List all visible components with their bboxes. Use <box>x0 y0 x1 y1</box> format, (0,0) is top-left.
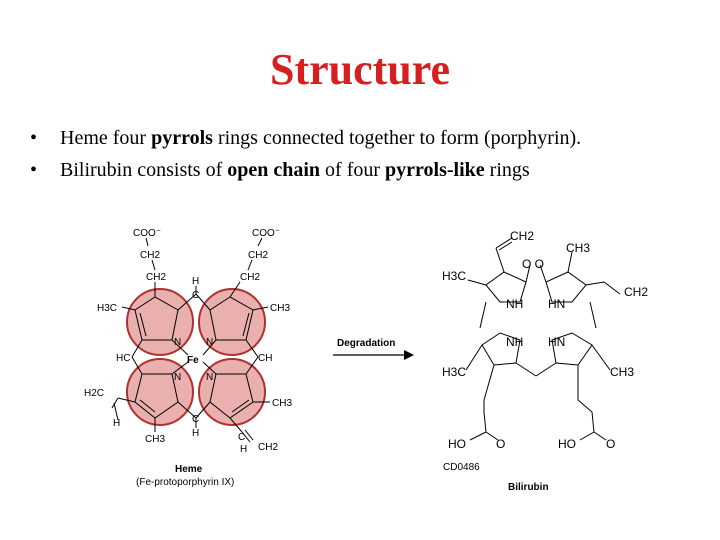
bullet-emphasis: open chain <box>227 159 321 181</box>
atom-label: Fe <box>187 355 199 366</box>
atom-label: H3C <box>97 303 117 314</box>
heme-label: Heme <box>175 464 203 475</box>
atom-label: NH <box>506 335 523 349</box>
atom-label: CH2 <box>258 442 278 453</box>
atom-label: CH3 <box>145 434 165 445</box>
atom-label: CH2 <box>624 285 648 299</box>
atom-label: H3C <box>442 365 466 379</box>
atom-label: N <box>206 337 213 348</box>
atom-label: H <box>240 444 247 455</box>
atom-label: N <box>174 337 181 348</box>
atom-label: N <box>206 372 213 383</box>
atom-label: H <box>113 418 120 429</box>
atom-label: CH3 <box>610 365 634 379</box>
arrow-label: Degradation <box>337 338 395 349</box>
atom-label: CH3 <box>270 303 290 314</box>
atom-label: O <box>606 437 615 451</box>
atom-label: C <box>192 290 199 301</box>
atom-label: CH2 <box>240 272 260 283</box>
atom-label: COO⁻ <box>133 228 161 239</box>
bullet-emphasis: pyrrols-like <box>385 159 485 181</box>
slide-title: Structure <box>269 45 451 94</box>
atom-label: HC <box>116 353 130 364</box>
bullet-list: • Heme four pyrrols rings connected toge… <box>30 122 710 186</box>
atom-label: H <box>192 428 199 439</box>
bullet-text: of four <box>320 159 386 181</box>
bullet-marker: • <box>30 127 38 149</box>
bullet-text: rings <box>484 159 530 181</box>
atom-label: H <box>192 276 199 287</box>
bullet-text: Heme four <box>60 127 152 149</box>
atom-label: H2C <box>84 388 104 399</box>
degradation-arrow: Degradation <box>333 338 414 360</box>
atom-label: C <box>238 432 245 443</box>
atom-label: HO <box>448 437 466 451</box>
atom-label: CH <box>258 353 272 364</box>
atom-label: NH <box>506 297 523 311</box>
atom-label: CH3 <box>566 241 590 255</box>
atom-label: O <box>496 437 505 451</box>
bullet-text: Bilirubin consists of <box>60 159 228 181</box>
atom-label: N <box>174 372 181 383</box>
atom-label: H3C <box>442 269 466 283</box>
atom-label: HN <box>548 297 565 311</box>
atom-label: CH2 <box>140 250 160 261</box>
atom-label: O O <box>522 257 544 271</box>
bullet-item: • Bilirubin consists of open chain of fo… <box>30 154 710 186</box>
pyrrole-ring <box>198 358 266 426</box>
bullet-emphasis: pyrrols <box>151 127 213 149</box>
atom-label: HO <box>558 437 576 451</box>
heme-structure: COO⁻ COO⁻ CH2 CH2 CH2 CH2 H C H3C CH3 HC… <box>84 228 292 488</box>
bullet-text: rings connected together to form (porphy… <box>212 127 582 149</box>
atom-label: C <box>192 414 199 425</box>
atom-label: COO⁻ <box>252 228 280 239</box>
atom-label: HN <box>548 335 565 349</box>
atom-label: CH2 <box>510 229 534 243</box>
pyrrole-ring <box>126 288 194 356</box>
bilirubin-structure: CH2 CH3 H3C O O CH2 NH HN NH HN H3C CH3 … <box>442 229 648 493</box>
bullet-item: • Heme four pyrrols rings connected toge… <box>30 122 710 154</box>
bullet-marker: • <box>30 159 38 181</box>
atom-label: CH2 <box>248 250 268 261</box>
bilirubin-label: Bilirubin <box>508 482 549 493</box>
heme-sublabel: (Fe-protoporphyrin IX) <box>136 477 234 488</box>
figure-code: CD0486 <box>443 462 480 473</box>
atom-label: CH3 <box>272 398 292 409</box>
atom-label: CH2 <box>146 272 166 283</box>
